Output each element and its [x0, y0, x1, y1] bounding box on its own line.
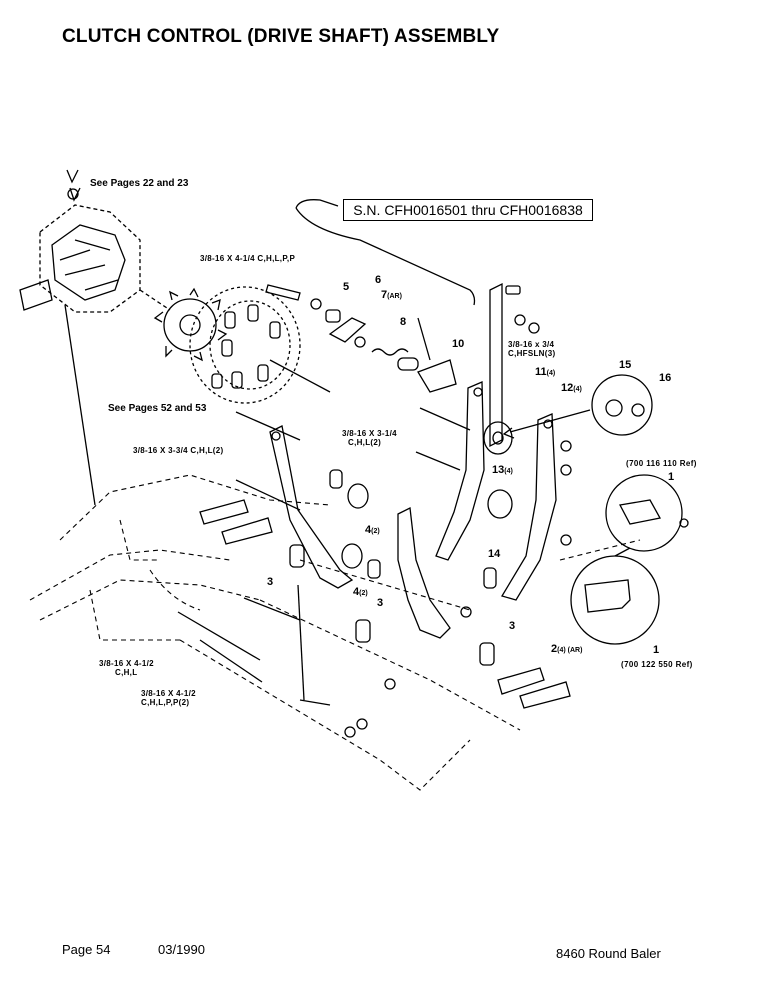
- footer-page-number: Page 54: [62, 942, 111, 957]
- callout-4-upper-number: 4: [365, 524, 372, 536]
- callout-11-qty: (4): [546, 370, 556, 377]
- callout-12-number: 12: [561, 382, 574, 394]
- bolt-label-4-1-2-a-line2: C,H,L: [115, 668, 138, 677]
- chain-wheel: [189, 286, 301, 404]
- bolt-label-3-4-line2: C,HFSLN(3): [508, 349, 556, 358]
- bolt-label-4-1-2-a-line1: 3/8-16 X 4-1/2: [99, 659, 154, 668]
- page-title: CLUTCH CONTROL (DRIVE SHAFT) ASSEMBLY: [62, 26, 500, 47]
- callout-4-upper-qty: (2): [371, 528, 380, 535]
- callout-13-number: 13: [492, 464, 505, 476]
- callout-15: 15: [619, 359, 632, 371]
- bolt-label-3-4-line1: 3/8-16 x 3/4: [508, 340, 555, 349]
- gearbox: [19, 169, 141, 313]
- callout-12-qty: (4): [573, 386, 582, 393]
- bolt-label-3-1-4-line2: C,H,L(2): [348, 438, 382, 447]
- callout-1-lower: 1: [653, 644, 660, 656]
- callout-13: 13(4): [492, 464, 513, 476]
- callout-3-left: 3: [267, 576, 274, 588]
- reference-700-122-550: (700 122 550 Ref): [621, 660, 693, 669]
- callout-2-qty: (4) (AR): [557, 647, 583, 654]
- bolt-label-3-1-4-line1: 3/8-16 X 3-1/4: [342, 429, 397, 438]
- callout-3-right: 3: [509, 620, 516, 632]
- callout-4-lower-number: 4: [353, 586, 360, 598]
- callout-11: 11(4): [535, 366, 555, 378]
- link-plates: [269, 282, 557, 639]
- callout-7-qty: (AR): [387, 293, 402, 300]
- bolt-label-4-1-2-a: 3/8-16 X 4-1/2 C,H,L: [99, 659, 154, 677]
- callout-1-upper: 1: [668, 471, 675, 483]
- callout-11-number: 11: [535, 366, 547, 378]
- rollers: [289, 421, 513, 666]
- see-pages-sprocket-note: See Pages 52 and 53: [108, 403, 207, 414]
- callout-3-middle: 3: [377, 597, 384, 609]
- callout-8: 8: [400, 316, 407, 328]
- sprocket: [153, 287, 228, 362]
- bolt-label-3-4: 3/8-16 x 3/4 C,HFSLN(3): [508, 340, 555, 358]
- callout-16: 16: [659, 372, 672, 384]
- callout-7-number: 7: [381, 289, 388, 301]
- bolt-label-4-1-2-b: 3/8-16 X 4-1/2 C,H,L,P,P(2): [141, 689, 196, 707]
- callout-14: 14: [488, 548, 501, 560]
- serial-number-box: S.N. CFH0016501 thru CFH0016838: [343, 199, 593, 221]
- bolt-label-4-1-2-b-line2: C,H,L,P,P(2): [141, 698, 190, 707]
- bolt-label-4-1-2-b-line1: 3/8-16 X 4-1/2: [141, 689, 196, 698]
- footer-model: 8460 Round Baler: [556, 946, 661, 961]
- wheel-bolts: [211, 304, 281, 389]
- callout-2-number: 2: [551, 643, 558, 655]
- callout-5: 5: [343, 281, 350, 293]
- callout-6: 6: [375, 274, 382, 286]
- callout-4-upper: 4(2): [365, 524, 380, 536]
- callout-12: 12(4): [561, 382, 582, 394]
- bolt-label-3-1-4: 3/8-16 X 3-1/4 C,H,L(2): [342, 429, 397, 447]
- bolt-label-4-1-4: 3/8-16 X 4-1/4 C,H,L,P,P: [200, 254, 296, 263]
- callout-10: 10: [452, 338, 465, 350]
- bolt-4-1-4: [265, 284, 341, 323]
- bolt-label-3-3-4: 3/8-16 X 3-3/4 C,H,L(2): [133, 446, 224, 455]
- callout-4-lower: 4(2): [353, 586, 368, 598]
- reference-700-116-110: (700 116 110 Ref): [626, 459, 697, 468]
- callout-13-qty: (4): [504, 468, 513, 475]
- footer-date: 03/1990: [158, 942, 205, 957]
- callout-4-lower-qty: (2): [359, 590, 368, 597]
- see-pages-top-note: See Pages 22 and 23: [90, 178, 189, 189]
- callout-7: 7(AR): [381, 289, 402, 301]
- callout-2: 2(4) (AR): [551, 643, 582, 655]
